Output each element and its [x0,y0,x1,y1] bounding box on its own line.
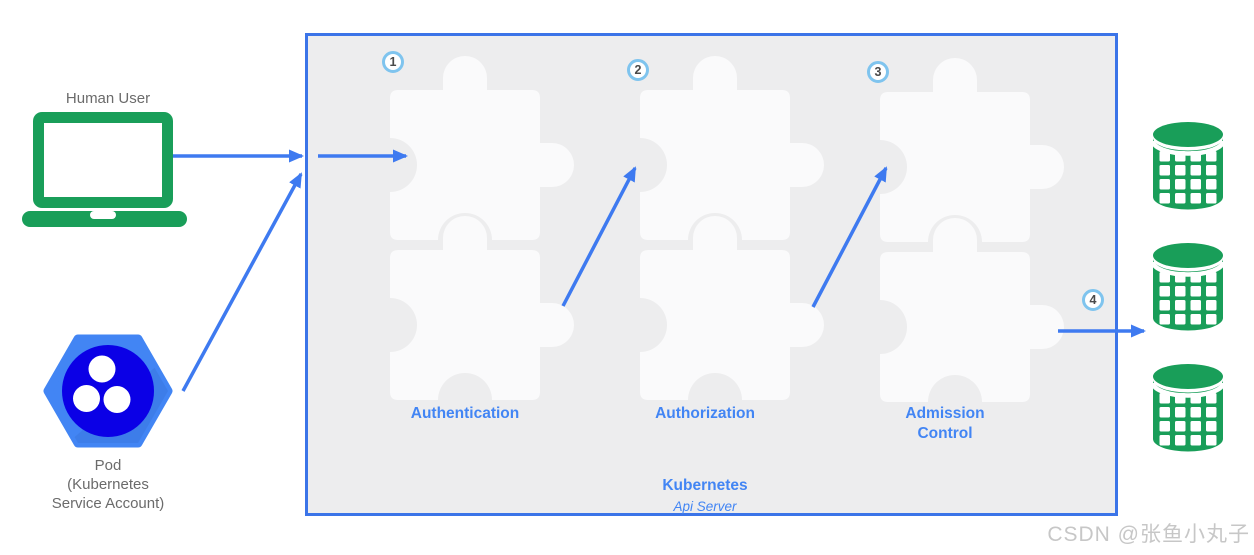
authentication-label: Authentication [410,405,520,422]
authorization-label: Authorization [655,405,755,422]
kubernetes-title: Kubernetes [662,477,748,494]
database-icon [1153,243,1223,331]
admission-control-label: Admission Control [905,405,985,442]
laptop-icon [22,112,187,227]
step-badge-1: 1 [382,51,404,73]
step-badge-4: 4 [1082,289,1104,311]
database-stack [1153,122,1223,452]
api-server-subtitle: Api Server [673,499,737,514]
database-icon [1153,364,1223,452]
step-badge-3: 3 [867,61,889,83]
step-badge-2: 2 [627,59,649,81]
database-icon [1153,122,1223,210]
human-user-label: Human User [65,90,151,107]
pod-label: Pod [94,457,122,474]
pod-icon [43,334,173,448]
arrow-pod-to-apiserver [181,172,303,392]
watermark-text: CSDN @张鱼小丸子 [1047,523,1250,546]
pod-sublabel: (Kubernetes Service Account) [51,476,165,512]
